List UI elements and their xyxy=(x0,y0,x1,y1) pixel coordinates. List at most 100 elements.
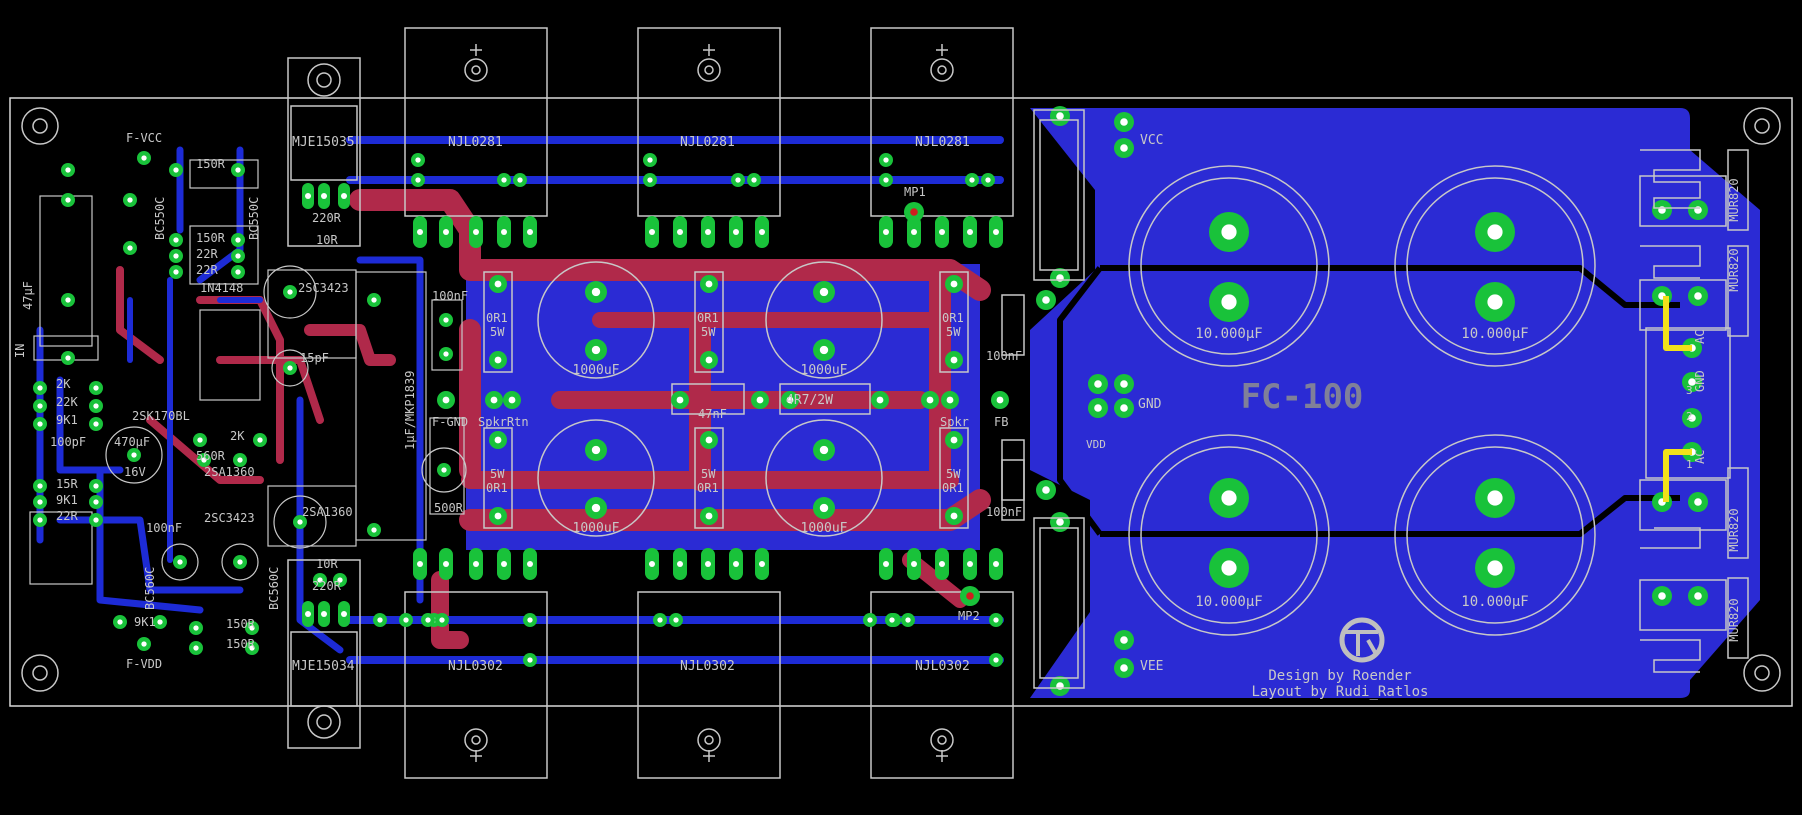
pad-drill xyxy=(439,617,445,623)
pad-drill xyxy=(443,561,449,567)
label-gnd: GND xyxy=(1138,397,1162,412)
rail-fuse-blocks xyxy=(1001,109,1085,689)
pad-drill xyxy=(287,365,293,371)
pad-drill xyxy=(673,617,679,623)
heatsink-plus-marks xyxy=(470,44,948,762)
pad-drill xyxy=(946,396,954,404)
pad-drill xyxy=(297,519,303,525)
pad-drill xyxy=(759,229,765,235)
pad-drill xyxy=(235,269,241,275)
term-ac-2: AC xyxy=(1693,450,1707,464)
pad-drill xyxy=(911,229,917,235)
pad-drill xyxy=(705,512,713,520)
pad-drill xyxy=(733,561,739,567)
pad-drill xyxy=(527,657,533,663)
pad-drill xyxy=(93,403,99,409)
res-220r-top: 220R xyxy=(312,211,342,225)
pad-drill xyxy=(1056,112,1064,120)
pad-drill xyxy=(1694,292,1702,300)
pad-drill xyxy=(591,287,601,297)
pad-drill xyxy=(321,193,327,199)
label-spkr-rtn: SpkrRtn xyxy=(478,415,529,429)
pad-drill xyxy=(889,617,895,623)
pad-drill xyxy=(759,561,765,567)
res-150r-1: 150R xyxy=(196,157,226,171)
pad-drill xyxy=(305,611,311,617)
pad-drill xyxy=(1487,294,1503,310)
pad-drill xyxy=(37,385,43,391)
pad-drill xyxy=(1120,118,1128,126)
pad-drill xyxy=(1120,380,1128,388)
pad-drill xyxy=(93,483,99,489)
pad-drill xyxy=(1694,592,1702,600)
board-title: FC-100 xyxy=(1241,377,1364,417)
res-22r-2: 22R xyxy=(196,263,218,277)
pad-drill xyxy=(494,436,502,444)
pad-drill xyxy=(425,617,431,623)
pad-drill xyxy=(93,517,99,523)
pad-drill xyxy=(1487,490,1503,506)
pad-drill xyxy=(910,208,918,216)
pad-drill xyxy=(235,237,241,243)
pad-drill xyxy=(371,297,377,303)
pad-drill xyxy=(733,229,739,235)
pad-drill xyxy=(131,452,137,458)
q-2sc3423-a: 2SC3423 xyxy=(298,281,349,295)
cap-15pf: 15pF xyxy=(300,351,329,365)
pad-drill xyxy=(117,619,123,625)
res-150r-3: 150R xyxy=(226,617,256,631)
er-bot-1-w: 5W xyxy=(490,467,505,481)
pad-drill xyxy=(649,561,655,567)
pad-drill xyxy=(494,280,502,288)
pad-drill xyxy=(443,317,449,323)
pad-drill xyxy=(37,403,43,409)
cap-470uf: 470µF xyxy=(114,435,150,449)
pad-drill xyxy=(341,193,347,199)
pad-drill xyxy=(1120,664,1128,672)
res-10r-bot: 10R xyxy=(316,557,338,571)
pad-drill xyxy=(1120,144,1128,152)
pad-drill xyxy=(993,657,999,663)
pad-drill xyxy=(1658,592,1666,600)
pad-drill xyxy=(1221,560,1237,576)
cap1000-4: 1000uF xyxy=(801,521,848,536)
term-ac-1: AC xyxy=(1693,330,1707,344)
cap1000-1: 1000uF xyxy=(573,363,620,378)
pad-drill xyxy=(1120,636,1128,644)
res-9k1-b: 9K1 xyxy=(56,493,78,507)
cap-100nf-vas: 100nF xyxy=(432,289,468,303)
er-top-3-w: 5W xyxy=(946,325,961,339)
cap-100nf-in: 100nF xyxy=(146,521,182,535)
output-top-3: NJL0281 xyxy=(915,135,970,150)
pad-drill xyxy=(647,177,653,183)
pad-drill xyxy=(141,155,147,161)
pad-drill xyxy=(501,229,507,235)
pad-drill xyxy=(993,229,999,235)
pour-traces xyxy=(1057,265,1680,537)
pad-drill xyxy=(993,561,999,567)
pad-drill xyxy=(443,229,449,235)
pad-drill xyxy=(490,396,498,404)
pad-drill xyxy=(37,483,43,489)
res-22k: 22K xyxy=(56,395,78,409)
zobel-capacitor: 47nF xyxy=(698,407,727,421)
pad-drill xyxy=(819,503,829,513)
trim-500r: 500R xyxy=(434,501,464,515)
pad-drill xyxy=(1694,498,1702,506)
er-bot-2-w: 5W xyxy=(701,467,716,481)
board-outline xyxy=(9,97,1793,707)
pad-drill xyxy=(193,645,199,651)
pad-drill xyxy=(883,177,889,183)
pad-drill xyxy=(1487,224,1503,240)
q-bc550c-b: BC550C xyxy=(247,197,261,240)
rect-label-3: MUR820 xyxy=(1727,508,1741,551)
label-mp1: MP1 xyxy=(904,185,926,199)
pad-drill xyxy=(65,197,71,203)
pad-drill xyxy=(967,561,973,567)
pad-drill xyxy=(939,561,945,567)
output-top-1: NJL0281 xyxy=(448,135,503,150)
pad-drill xyxy=(337,577,343,583)
label-fb: FB xyxy=(994,415,1008,429)
label-f-vcc: F-VCC xyxy=(126,131,162,145)
